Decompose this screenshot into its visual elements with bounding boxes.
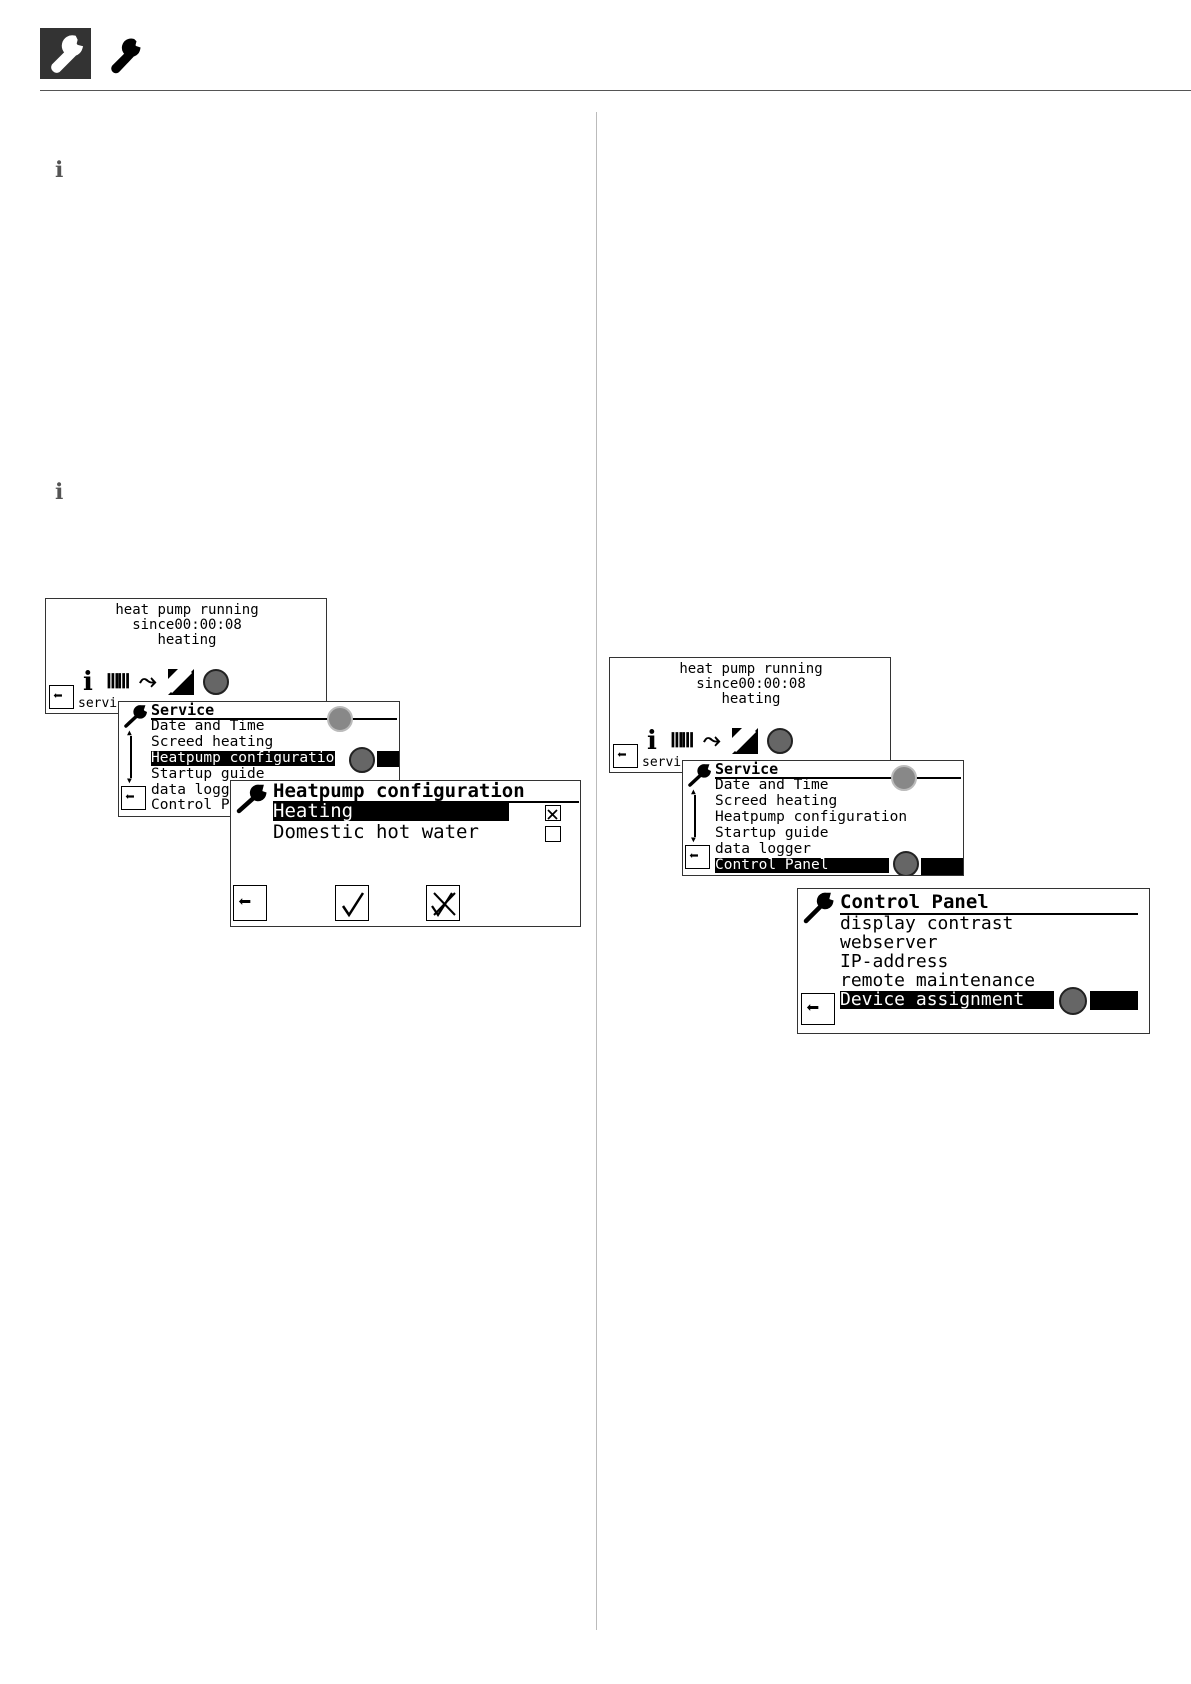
status-label: servi [642, 755, 682, 770]
scroll-down-arrow-icon: ▼ [127, 776, 132, 785]
info-icon: ℹ [55, 158, 64, 183]
back-button[interactable]: ⬅ [613, 744, 638, 768]
back-arrow-icon: ⬅ [806, 996, 820, 1021]
heatpump-config-title: Heatpump configuration [273, 780, 525, 802]
cooling-icon[interactable] [732, 728, 758, 754]
status-line-1: heat pump running [679, 661, 823, 677]
option-domestic-hot-water[interactable]: Domestic hot water [273, 821, 479, 843]
wrench-icon [111, 38, 141, 74]
scrollbar[interactable] [130, 736, 132, 778]
back-button[interactable]: ⬅ [685, 845, 710, 869]
back-arrow-icon: ⬅ [125, 787, 135, 806]
title-rule [273, 801, 579, 803]
scrollbar[interactable] [694, 795, 696, 837]
checkmark-icon [341, 892, 365, 918]
back-button[interactable]: ⬅ [801, 993, 835, 1025]
status-label: servi [78, 696, 118, 711]
back-arrow-icon: ⬅ [238, 890, 252, 915]
title-rule [840, 913, 1138, 915]
selection-bar-end [1090, 991, 1138, 1010]
checked-x-icon [547, 809, 558, 820]
title-rule [151, 718, 397, 720]
scroll-up-arrow-icon: ▲ [127, 728, 132, 737]
status-line-1: heat pump running [115, 602, 259, 618]
info-icon: ℹ [55, 480, 64, 505]
selection-bar-end [921, 858, 963, 875]
scroll-up-arrow-icon: ▲ [691, 787, 696, 796]
menu-item-screed-heating[interactable]: Screed heating [151, 734, 274, 750]
menu-item-ip-address[interactable]: IP-address [840, 951, 949, 972]
menu-item-remote-maintenance[interactable]: remote maintenance [840, 970, 1036, 991]
service-menu-screen: Service ▲ ▼ Date and Time Screed heating… [682, 760, 964, 876]
cooling-icon[interactable] [168, 669, 194, 695]
tap-icon[interactable]: ⤳ [139, 669, 157, 694]
wrench-icon [124, 705, 148, 728]
menu-item-display-contrast[interactable]: display contrast [840, 913, 1014, 934]
dial-icon[interactable] [203, 669, 229, 695]
dial-press-icon[interactable] [893, 851, 919, 875]
selection-bar-end [377, 751, 399, 767]
dial-press-icon[interactable] [349, 747, 375, 773]
radiator-icon[interactable]: ⅢⅢ [670, 728, 695, 752]
info-icon[interactable]: i [83, 667, 93, 697]
back-button[interactable]: ⬅ [121, 786, 146, 810]
option-heating[interactable]: Heating [273, 802, 509, 821]
menu-item-startup-guide[interactable]: Startup guide [715, 825, 829, 841]
column-divider [596, 112, 597, 1630]
menu-item-device-assignment[interactable]: Device assignment [840, 991, 1054, 1009]
wrench-icon [688, 764, 712, 787]
heating-checkbox[interactable] [545, 805, 561, 821]
back-button[interactable]: ⬅ [49, 685, 74, 709]
menu-item-data-logger[interactable]: data logge [151, 782, 239, 798]
status-screen: heat pump running since00:00:08 heating … [609, 657, 891, 773]
menu-item-date-and-time[interactable]: Date and Time [715, 777, 829, 793]
status-line-2: since00:00:08 [132, 617, 242, 633]
header-wrench-tile [104, 34, 146, 76]
status-line-3: heating [721, 691, 781, 707]
cancel-button[interactable] [426, 885, 460, 921]
domestic-hot-water-checkbox[interactable] [545, 826, 561, 842]
title-rule [715, 777, 961, 779]
back-arrow-icon: ⬅ [617, 745, 627, 764]
rotary-dial-icon[interactable] [891, 765, 917, 791]
menu-item-data-logger[interactable]: data logger [715, 841, 812, 857]
wrench-icon [236, 784, 267, 814]
tap-icon[interactable]: ⤳ [703, 728, 721, 753]
dial-icon[interactable] [767, 728, 793, 754]
menu-item-date-and-time[interactable]: Date and Time [151, 718, 265, 734]
info-icon[interactable]: i [647, 726, 657, 756]
confirm-button[interactable] [335, 885, 369, 921]
wrench-icon [51, 35, 84, 73]
menu-item-startup-guide[interactable]: Startup guide [151, 766, 265, 782]
status-line-3: heating [157, 632, 217, 648]
service-title: Service [151, 701, 215, 719]
back-arrow-icon: ⬅ [689, 846, 699, 865]
control-panel-screen: Control Panel display contrast webserver… [797, 888, 1150, 1034]
menu-item-heatpump-configuration[interactable]: Heatpump configuration [151, 750, 344, 766]
menu-item-control-panel[interactable]: Control Panel [715, 858, 889, 873]
menu-item-webserver[interactable]: webserver [840, 932, 938, 953]
menu-item-control-panel[interactable]: Control Pa [151, 797, 239, 813]
control-panel-title: Control Panel [840, 891, 989, 913]
status-line-2: since00:00:08 [696, 676, 806, 692]
menu-item-screed-heating[interactable]: Screed heating [715, 793, 838, 809]
rotary-dial-icon[interactable] [327, 706, 353, 732]
header-rule [40, 90, 1191, 91]
cross-check-icon [431, 892, 456, 918]
back-button[interactable]: ⬅ [233, 885, 267, 921]
dial-press-icon[interactable] [1059, 987, 1087, 1015]
wrench-icon [803, 892, 834, 924]
header-dark-wrench-tile [40, 28, 91, 79]
radiator-icon[interactable]: ⅢⅢ [106, 669, 131, 693]
status-screen: heat pump running since00:00:08 heating … [45, 598, 327, 714]
back-arrow-icon: ⬅ [53, 686, 63, 705]
heatpump-configuration-screen: Heatpump configuration Heating Domestic … [230, 780, 581, 927]
scroll-down-arrow-icon: ▼ [691, 835, 696, 844]
menu-item-heatpump-configuration[interactable]: Heatpump configuration [715, 809, 908, 825]
service-title: Service [715, 760, 779, 778]
